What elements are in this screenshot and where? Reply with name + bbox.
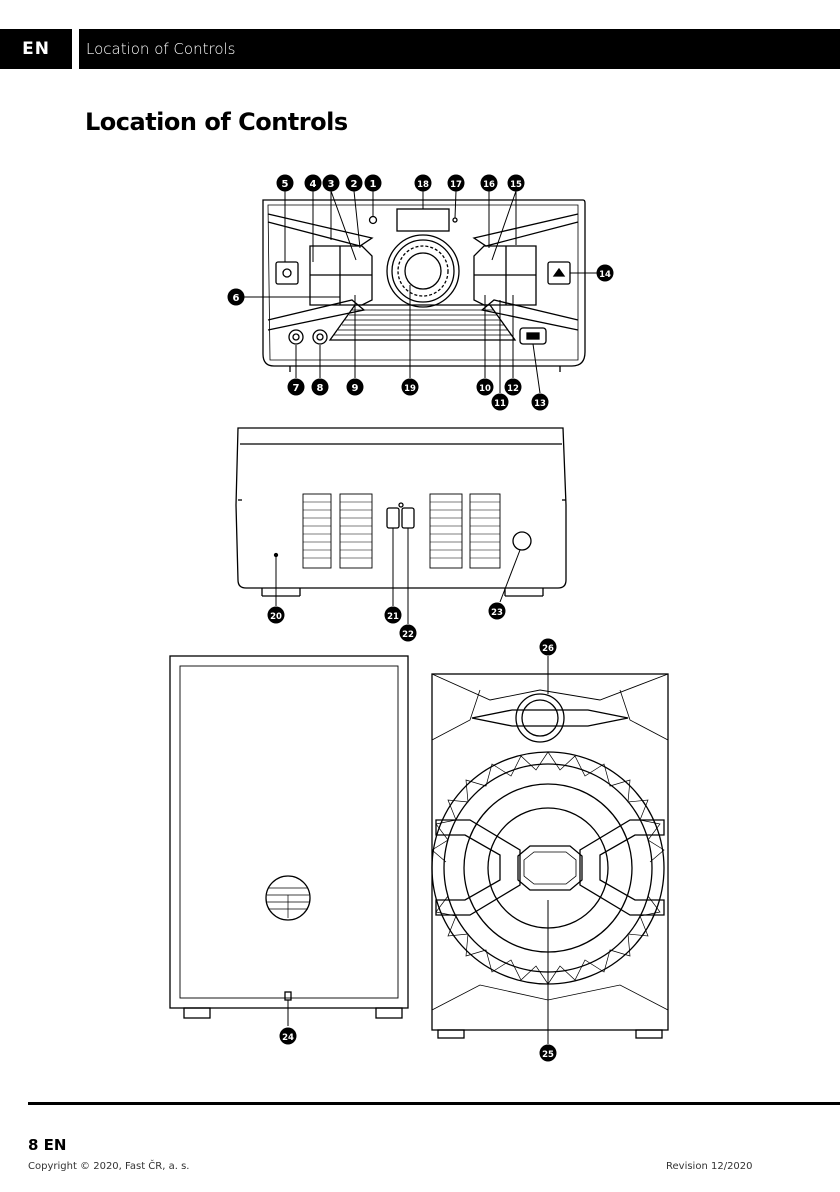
callout-2: 2 — [346, 175, 363, 192]
callout-24: 24 — [280, 1028, 297, 1045]
svg-text:7: 7 — [293, 383, 300, 394]
speaker-terminal-left[interactable] — [387, 508, 399, 528]
led-light-bar — [472, 710, 628, 726]
svg-text:26: 26 — [542, 644, 554, 654]
svg-text:24: 24 — [282, 1033, 294, 1043]
svg-text:13: 13 — [534, 399, 546, 409]
copyright-text: Copyright © 2020, Fast ČR, a. s. — [28, 1161, 189, 1172]
svg-text:4: 4 — [310, 179, 317, 190]
svg-text:23: 23 — [491, 608, 503, 618]
svg-text:22: 22 — [402, 630, 414, 640]
eject-icon — [554, 269, 564, 276]
controls-diagram: 5 4 3 2 1 18 17 16 15 6 14 7 8 9 19 10 1… — [160, 170, 680, 1080]
callout-6: 6 — [228, 289, 245, 306]
speaker-rear — [170, 656, 408, 1018]
svg-text:8: 8 — [317, 383, 324, 394]
callout-12: 12 — [505, 379, 522, 396]
callout-17: 17 — [448, 175, 465, 192]
display-window — [397, 209, 449, 231]
callout-11: 11 — [492, 394, 509, 411]
language-tag: EN — [0, 29, 72, 69]
svg-text:11: 11 — [494, 399, 506, 409]
callout-8: 8 — [312, 379, 329, 396]
standby-led-icon — [453, 218, 457, 222]
revision-text: Revision 12/2020 — [666, 1161, 753, 1172]
footer-rule — [28, 1102, 840, 1105]
svg-text:5: 5 — [282, 179, 289, 190]
svg-text:12: 12 — [507, 384, 519, 394]
main-unit-front — [263, 200, 585, 372]
svg-text:1: 1 — [370, 179, 377, 190]
speaker-terminal-right[interactable] — [402, 508, 414, 528]
speaker-cable-jack[interactable] — [285, 992, 291, 1000]
callout-9: 9 — [347, 379, 364, 396]
callout-5: 5 — [277, 175, 294, 192]
callout-26: 26 — [540, 639, 557, 656]
main-unit-rear — [236, 428, 566, 596]
svg-text:3: 3 — [328, 179, 335, 190]
power-cord — [513, 532, 531, 550]
callout-7: 7 — [288, 379, 305, 396]
header-bar: EN Location of Controls — [0, 29, 840, 69]
svg-text:15: 15 — [510, 180, 522, 190]
svg-text:6: 6 — [233, 293, 240, 304]
speaker-front — [432, 674, 668, 1038]
svg-text:2: 2 — [351, 179, 358, 190]
header-separator — [72, 29, 79, 69]
power-icon — [283, 269, 291, 277]
callout-22: 22 — [400, 625, 417, 642]
callout-25: 25 — [540, 1045, 557, 1062]
mic-jack[interactable] — [289, 330, 303, 344]
page-title: Location of Controls — [85, 108, 348, 136]
power-button[interactable] — [276, 262, 298, 284]
top-light-ring — [516, 694, 564, 742]
svg-text:20: 20 — [270, 612, 282, 622]
svg-text:18: 18 — [417, 180, 429, 190]
svg-text:21: 21 — [387, 612, 399, 622]
callout-19: 19 — [402, 379, 419, 396]
svg-text:10: 10 — [479, 384, 491, 394]
callout-23: 23 — [489, 603, 506, 620]
svg-text:9: 9 — [352, 383, 359, 394]
callout-18: 18 — [415, 175, 432, 192]
svg-text:25: 25 — [542, 1050, 554, 1060]
callout-16: 16 — [481, 175, 498, 192]
callout-10: 10 — [477, 379, 494, 396]
page-number: 8 EN — [28, 1136, 66, 1154]
callout-3: 3 — [323, 175, 340, 192]
callout-4: 4 — [305, 175, 322, 192]
aux-jack[interactable] — [313, 330, 327, 344]
svg-text:17: 17 — [450, 180, 462, 190]
callout-14: 14 — [597, 265, 614, 282]
remote-sensor-icon — [370, 217, 377, 224]
svg-text:16: 16 — [483, 180, 495, 190]
callout-20: 20 — [268, 607, 285, 624]
fm-antenna-hole — [275, 554, 278, 557]
svg-text:19: 19 — [404, 384, 416, 394]
callout-13: 13 — [532, 394, 549, 411]
svg-text:14: 14 — [599, 270, 611, 280]
callout-15: 15 — [508, 175, 525, 192]
callout-1: 1 — [365, 175, 382, 192]
header-section-title: Location of Controls — [86, 29, 235, 69]
callout-21: 21 — [385, 607, 402, 624]
